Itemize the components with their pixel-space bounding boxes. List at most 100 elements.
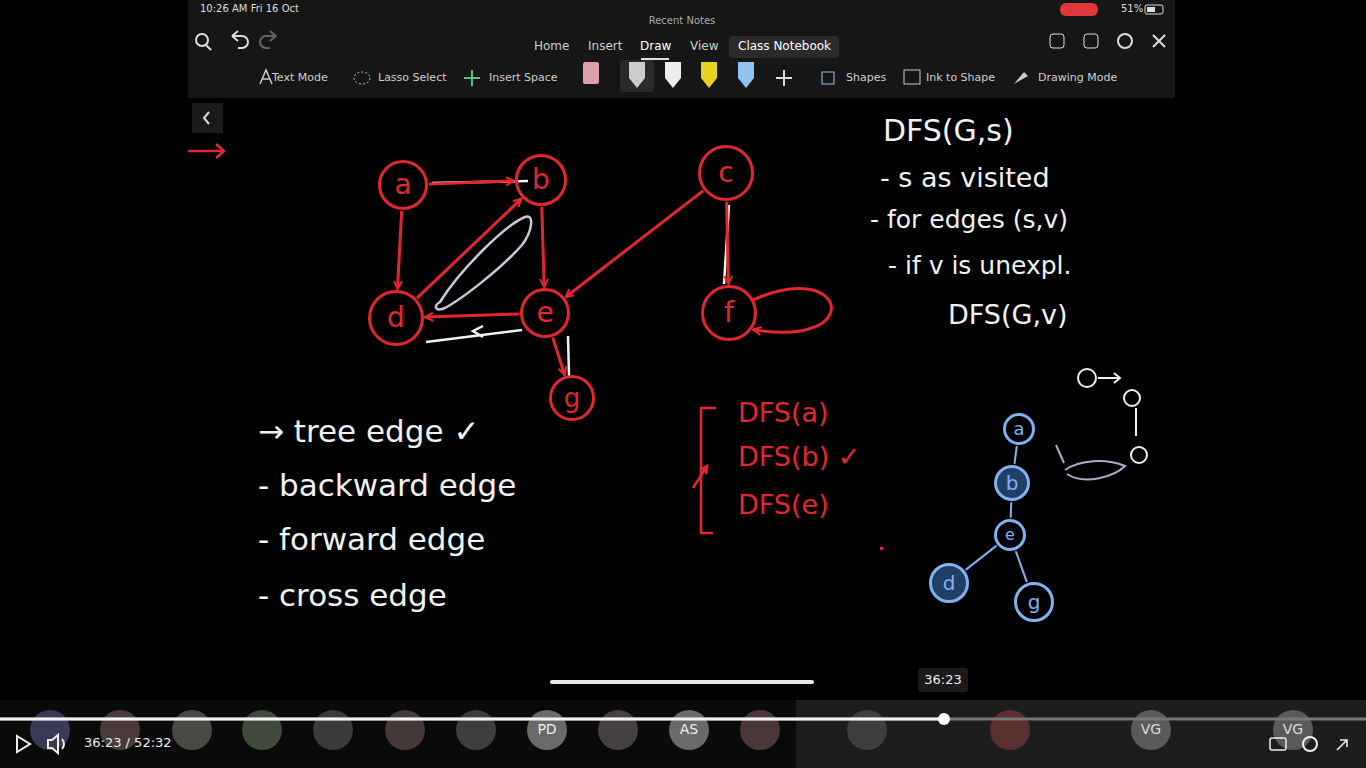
doodle: [1078, 369, 1147, 463]
vertex-circle: [1005, 415, 1034, 444]
graph-edge: [542, 208, 544, 286]
ui-label: Drawing Mode: [1038, 72, 1117, 84]
vertex-circle: [700, 147, 753, 200]
graph-edge: [727, 203, 729, 283]
note-text: DFS(e): [738, 490, 829, 520]
vertex-circle: [996, 467, 1029, 500]
note-text: - forward edge: [258, 522, 485, 556]
redo-icon: [260, 31, 276, 48]
vertex-label: d: [943, 573, 956, 593]
doodle-arrow: [1098, 373, 1120, 383]
battery-icon: [1145, 5, 1163, 14]
tab-underline: [641, 58, 669, 60]
tree-edge: [1016, 552, 1027, 581]
ui-label: Insert Space: [489, 72, 558, 84]
vertex-label: b: [1006, 473, 1019, 493]
avatar: [598, 710, 638, 750]
graph-vertex: d: [368, 290, 424, 346]
graph-edge: [418, 199, 521, 297]
doodle-circle: [1131, 447, 1147, 463]
vertex-circle: [703, 287, 756, 340]
avatar: [847, 710, 887, 750]
highlight-oval: [436, 216, 531, 309]
ui-label: Home: [534, 40, 569, 53]
tree-edge: [1015, 447, 1017, 463]
tree-edge: [966, 546, 996, 569]
doodle-circle: [1078, 369, 1096, 387]
vertex-circle: [517, 156, 566, 205]
vertex-label: g: [1028, 592, 1041, 612]
bracket-arrow: [693, 466, 707, 488]
avatar: [1273, 710, 1313, 750]
doodle-circle: [1124, 390, 1140, 406]
vertex-label: d: [387, 304, 405, 332]
home-indicator: [552, 680, 812, 684]
add-pen-icon: [776, 70, 792, 86]
tree-vertex: b: [994, 465, 1030, 501]
shapes-icon: [822, 72, 834, 84]
text-mode-icon: [260, 70, 272, 84]
search-handle: [206, 45, 211, 50]
avatar: [242, 710, 282, 750]
vertex-circle: [370, 292, 423, 345]
note-text: DFS(G,s): [883, 114, 1014, 147]
vertex-circle: [996, 521, 1025, 550]
avatar: [313, 710, 353, 750]
highlighter-yellow: [701, 62, 717, 88]
settings-icon: [1303, 737, 1317, 751]
avatar: [456, 710, 496, 750]
vertex-circle: [931, 565, 968, 602]
vertex-label: f: [724, 299, 734, 327]
app-ground: [188, 0, 1175, 690]
vertex-circle: [1016, 584, 1053, 621]
vertex-circle: [551, 377, 594, 420]
tree-vertex: d: [929, 563, 969, 603]
fullscreen-icon: [1337, 740, 1347, 750]
lasso-icon: [354, 72, 370, 84]
share-icon: [1084, 34, 1098, 48]
avatar: [740, 710, 780, 750]
vertex-label: b: [532, 166, 550, 194]
note-text: - backward edge: [258, 468, 516, 502]
graph-edge: [426, 314, 518, 317]
vertex-label: a: [394, 171, 411, 199]
vertex-label: g: [564, 385, 581, 411]
player-label: PD: [537, 722, 556, 737]
cc-icon: [1270, 738, 1286, 750]
graph-edge: [553, 339, 564, 374]
ui-label: Draw: [640, 40, 671, 53]
undo-icon: [232, 31, 248, 48]
note-text: → tree edge ✓: [258, 414, 479, 448]
ui-label: Recent Notes: [649, 15, 716, 26]
bell-icon: [1050, 34, 1064, 48]
avatar: [1131, 710, 1171, 750]
ui-label: View: [690, 40, 718, 53]
player-label: VG: [1141, 722, 1161, 737]
avatar: [990, 710, 1030, 750]
collapse-icon: [1153, 35, 1165, 47]
app-toolbar-ground: [188, 0, 1175, 98]
tool-highlight: [620, 60, 654, 92]
note-text: DFS(a): [738, 398, 829, 428]
graph-edge: [398, 212, 402, 288]
note-text: DFS(G,v): [948, 300, 1068, 330]
participants-ground: [796, 700, 1366, 768]
note-text: - cross edge: [258, 578, 447, 612]
tree-vertex: g: [1014, 582, 1054, 622]
eraser-tool: [583, 62, 599, 84]
player-label: AS: [680, 722, 698, 737]
tree-vertex: a: [1003, 413, 1035, 445]
pen-white: [665, 62, 681, 88]
graph-vertex: c: [698, 145, 754, 201]
drawing-mode-icon: [1014, 72, 1028, 84]
pen-grey: [629, 62, 645, 88]
ink-dot: [880, 547, 883, 550]
battery-level: [1147, 7, 1155, 12]
graph-edge: [566, 191, 702, 296]
tooltip-box: [918, 668, 968, 692]
ui-label: Insert: [588, 40, 622, 53]
pen-blue: [738, 62, 754, 88]
note-text: - for edges (s,v): [870, 206, 1068, 234]
